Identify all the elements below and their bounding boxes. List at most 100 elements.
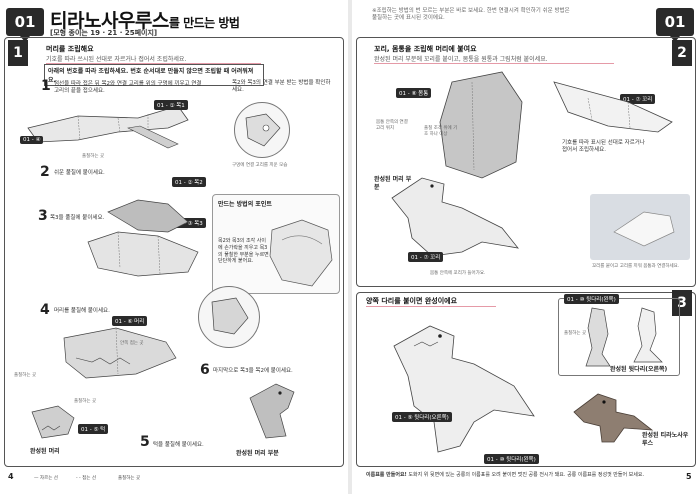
chapter-badge-right-text: 01 [664, 13, 686, 31]
label-finished-trex: 완성된 티라노사우루스 [642, 432, 689, 447]
dino-assembly-diagram [391, 177, 519, 257]
leg-piece-icon [585, 307, 611, 367]
step-1-text: 점선을 따라 접은 뒤 목2와 연결 고리를 위의 구멍에 끼우고 연결 고리의… [54, 81, 202, 95]
tail-photo-shape [613, 211, 675, 247]
tag-right-leg: 01 - ⑨ 뒷다리(오른쪽) [392, 412, 452, 422]
step-4-text: 머리를 풀칠해 붙이세요. [54, 308, 110, 314]
finished-leg-icon [633, 307, 663, 363]
tag-neck1-text: 01 - ① 목1 [157, 103, 185, 109]
left-page: 01 티라노사우루스를 만드는 방법 [모형 종이는 19 · 21 · 25페… [0, 0, 348, 494]
label-leg-glue: 풀칠하는 곳 [564, 331, 587, 336]
tag-neck2-text: 01 - ② 목2 [175, 180, 203, 186]
head-diagram-4 [63, 327, 177, 379]
tag-neck3-text: 01 - ③ 목3 [175, 221, 203, 227]
label-body-inside: 몸통 안쪽의 연결 고리 위치 [376, 120, 408, 131]
tag-jaw-text: 01 - ⑤ 턱 [81, 427, 106, 433]
tag-jaw: 01 - ⑤ 턱 [78, 424, 109, 434]
tag-neck1: 01 - ① 목1 [154, 100, 188, 110]
label-tail-glue: 기호를 따라 표시된 선대로 자르거나 접어서 조립하세요. [562, 140, 645, 154]
tag-tail-text: 01 - ⑦ 꼬리 [623, 97, 653, 103]
body-diagram [439, 71, 523, 179]
chapter-badge: 01 [6, 8, 44, 42]
tag-leg: 01 - ⑩ 뒷다리(왼쪽) [564, 294, 619, 304]
tag-left-leg-bottom-text: 01 - ⑩ 뒷다리(왼쪽) [487, 457, 536, 463]
page-number-right: 5 [686, 472, 692, 481]
step-5-number: 5 [140, 434, 150, 450]
label-body-glue: 풀칠 조각 위에 기호 하나 이상 [424, 126, 458, 137]
section-1-number: 1 [8, 40, 28, 66]
tag-tail-2-text: 01 - ⑦ 꼬리 [411, 255, 441, 261]
page-number-left: 4 [8, 472, 14, 481]
connector-detail-icon [245, 113, 281, 147]
section-2-desc: 완성된 머리 부분에 꼬리를 붙이고, 몸통을 원통과 그림처럼 붙이세요. [374, 54, 614, 64]
tag-head: 01 - ⑥ 머리 [112, 316, 148, 326]
section-1-frame [4, 37, 344, 467]
tail-diagram [553, 81, 673, 133]
top-note: ※조립하는 방법의 번 모르는 부분은 바로 보세요. 한번 연결시켜 확인하기… [372, 8, 570, 22]
tag-part01: 01 - ④ [20, 136, 44, 144]
title-main: 티라노사우루스 [50, 10, 169, 32]
step-1-number: 1 [41, 78, 51, 94]
section-1-desc: 기호를 따라 쓰시된 선대로 자르거나 접어서 조립하세요. [46, 54, 261, 64]
label-finished-head: 완성된 머리 [30, 448, 60, 455]
step-3-number: 3 [38, 208, 48, 224]
legend-cut: — 자르는 선 [34, 476, 58, 481]
step-5-text: 턱을 풀칠해 붙이세요. [153, 442, 204, 448]
legend-fold: - - 접는 선 [76, 476, 96, 481]
label-finished-head-part: 완성된 머리 부분 [236, 450, 279, 457]
neck-diagram-1 [27, 105, 189, 149]
label-finished-leg: 완성된 뒷다리(오른쪽) [610, 366, 668, 373]
finished-head-icon [31, 405, 75, 439]
label-glue-2: 풀칠하는 곳 [14, 373, 37, 378]
finished-model-photo [573, 393, 654, 443]
step-6-text: 마지막으로 목3을 목2에 붙이세요. [213, 368, 293, 374]
step-2-text: 쉬운 풀칠에 붙이세요. [54, 170, 105, 176]
step-3-text: 목3을 풀칠에 붙이세요. [50, 215, 105, 221]
tag-part01-text: 01 - ④ [23, 137, 41, 143]
leg-detail-box [558, 298, 680, 376]
section-3-number: 3 [672, 290, 692, 316]
book-gutter [348, 0, 352, 494]
tag-left-leg-bottom: 01 - ⑩ 뒷다리(왼쪽) [484, 454, 539, 464]
section-1-title: 머리를 조립해요 [46, 45, 94, 53]
step-2-number: 2 [40, 164, 50, 180]
assembled-head-icon [249, 383, 295, 439]
tag-right-leg-text: 01 - ⑨ 뒷다리(오른쪽) [395, 415, 449, 421]
neck-diagram-3 [87, 199, 199, 277]
label-tail-hint: 몸통 안쪽에 꼬리가 들어가요. [430, 271, 486, 276]
tip-top-text: 목2와 목3의 연결 부분 받는 방법을 확인하세요. [232, 80, 331, 94]
chapter-badge-right: 01 [656, 8, 694, 42]
tip-title: 만드는 방법의 포인트 [218, 201, 272, 208]
page-subtitle: [모형 종이는 19 · 21 · 25페이지] [50, 29, 158, 37]
bottom-note-text: 도화지 위 뒷면에 있는 공룡의 이름표를 오려 붙이면 멋진 공룡 전시가 돼… [408, 472, 645, 478]
section-3-number-text: 3 [677, 295, 687, 311]
label-tail-tip: 꼬리를 붙이고 고리를 끼워 몸통과 연결하세요. [592, 264, 680, 269]
tag-neck2: 01 - ② 목2 [172, 177, 206, 187]
tag-body-text: 01 - ⑧ 몸통 [399, 91, 429, 97]
tag-neck3: 01 - ③ 목3 [172, 218, 206, 228]
section-1-note: 아래의 번호를 따라 조립하세요. 번호 순서대로 만들지 않으면 조립할 때 … [44, 64, 264, 86]
tag-body: 01 - ⑧ 몸통 [396, 88, 432, 98]
tag-head-text: 01 - ⑥ 머리 [115, 319, 145, 325]
tag-leg-text: 01 - ⑩ 뒷다리(왼쪽) [567, 297, 616, 303]
step-6-number: 6 [200, 362, 210, 378]
label-glue-3: 풀칠하는 곳 [74, 399, 97, 404]
section-2-number-text: 2 [677, 45, 687, 61]
tag-tail: 01 - ⑦ 꼬리 [620, 94, 656, 104]
head-fold-detail-icon [211, 297, 249, 335]
right-page: ※조립하는 방법의 번 모르는 부분은 바로 보세요. 한번 연결시켜 확인하기… [352, 0, 700, 494]
dino-legs-diagram [393, 325, 535, 453]
section-3-title: 양쪽 다리를 붙이면 완성이에요 [366, 296, 496, 307]
section-2-number: 2 [672, 40, 692, 66]
bottom-note-title: 이름표를 만들어요! [366, 472, 407, 478]
hand-holding-icon [269, 219, 333, 287]
section-2-frame [356, 37, 696, 287]
label-glue-1: 풀칠하는 곳 [82, 154, 105, 159]
label-finished-head-right: 완성된 머리 부분 [374, 176, 412, 191]
tag-tail-2: 01 - ⑦ 꼬리 [408, 252, 444, 262]
chapter-badge-text: 01 [14, 13, 36, 31]
section-1-number-text: 1 [13, 45, 23, 61]
title-suffix: 를 만드는 방법 [168, 16, 240, 30]
bottom-note: 이름표를 만들어요! 도화지 위 뒷면에 있는 공룡의 이름표를 오려 붙이면 … [366, 472, 666, 479]
section-2-title: 꼬리, 몸통을 조립해 머리에 붙여요 [374, 45, 477, 53]
